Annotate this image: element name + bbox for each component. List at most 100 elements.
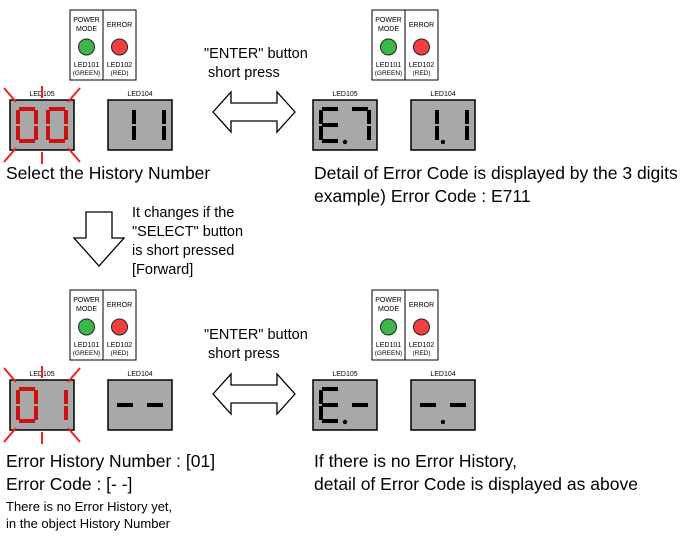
segment-c (64, 126, 68, 140)
segment-b (435, 110, 439, 124)
led101-label: LED101 (74, 342, 99, 349)
segment-d (19, 139, 35, 143)
display-bottom-right-led105-digit-1 (319, 387, 348, 425)
display-top-right-led104-digit-1 (435, 110, 446, 145)
display-bottom-led104-digit-2 (147, 403, 163, 407)
display-label-led104: LED104 (430, 371, 455, 378)
caption-no-history: If there is no Error History, (314, 451, 517, 471)
power-led-green (380, 318, 397, 336)
led101-label: LED101 (74, 62, 99, 69)
display-bottom-led104-digit-1 (117, 403, 133, 407)
decimal-point (440, 139, 446, 145)
segment-c (435, 126, 439, 140)
segment-e (319, 126, 323, 140)
segment-g (450, 403, 466, 407)
power-led-green (78, 318, 95, 336)
blink-ray (67, 87, 81, 103)
segment-c (162, 126, 166, 140)
display-bottom-right-led104-digit-2 (450, 403, 466, 407)
red-label: (RED) (110, 350, 128, 357)
segment-a (322, 387, 338, 391)
segment-g (147, 403, 163, 407)
led102-label: LED102 (107, 62, 132, 69)
display-label-led104: LED104 (430, 91, 455, 98)
segment-e (16, 406, 20, 420)
caption-error-code-dashes: Error Code : [- -] (6, 474, 133, 494)
error-led-red (111, 38, 128, 56)
display-label-led105: LED105 (332, 91, 357, 98)
segment-c (34, 406, 38, 420)
red-label: (RED) (412, 70, 430, 77)
note-no-history-1: There is no Error History yet, (6, 499, 173, 514)
mode-label: MODE (378, 306, 399, 313)
segment-f (16, 110, 20, 124)
blink-rays (3, 366, 81, 444)
blink-ray (67, 147, 81, 163)
select-label-2: "SELECT" button (132, 224, 244, 240)
green-label: (GREEN) (375, 70, 402, 77)
segment-b (34, 390, 38, 404)
power-led-green (380, 38, 397, 56)
power-label: POWER (73, 297, 99, 304)
segment-c (64, 406, 68, 420)
enter-double-arrow-bottom (212, 372, 296, 416)
display-top-led105-digit-2 (46, 107, 68, 143)
green-label: (GREEN) (73, 70, 100, 77)
display-top-right-led104-digit-2 (465, 110, 469, 140)
enter-double-arrow-top (212, 90, 296, 134)
caption-select-history: Select the History Number (6, 163, 211, 183)
decimal-point (342, 419, 348, 425)
mode-label: MODE (378, 26, 399, 33)
segment-c (367, 126, 371, 140)
segment-g (322, 123, 338, 127)
led101-label: LED101 (376, 342, 401, 349)
segment-b (64, 390, 68, 404)
segment-d (322, 139, 338, 143)
caption-error-history-number: Error History Number : [01] (6, 451, 216, 471)
green-label: (GREEN) (375, 350, 402, 357)
caption-displayed-as-above: detail of Error Code is displayed as abo… (314, 474, 638, 494)
display-top-right-led105-digit-1 (319, 107, 348, 145)
segment-b (34, 110, 38, 124)
segment-f (46, 110, 50, 124)
segment-b (465, 110, 469, 124)
power-label: POWER (375, 17, 401, 24)
blink-ray (3, 367, 17, 383)
display-bottom-right-led104-digit-1 (420, 403, 446, 425)
display-label-led104: LED104 (127, 91, 152, 98)
segment-b (64, 110, 68, 124)
segment-a (19, 387, 35, 391)
blink-ray (3, 147, 17, 163)
segment-b (162, 110, 166, 124)
error-led-red (111, 318, 128, 336)
enter-arrow-label-bottom-2: short press (208, 346, 280, 362)
error-led-red (413, 318, 430, 336)
power-label: POWER (375, 297, 401, 304)
led101-label: LED101 (376, 62, 401, 69)
red-label: (RED) (412, 350, 430, 357)
display-top-right-led105-digit-2 (352, 107, 371, 140)
blink-ray (3, 427, 17, 443)
segment-c (34, 126, 38, 140)
error-led-red (413, 38, 430, 56)
enter-arrow-label-top-2: short press (208, 65, 280, 81)
display-top-led104-digit-1 (132, 110, 136, 140)
error-label: ERROR (409, 302, 434, 309)
segment-g (117, 403, 133, 407)
error-label: ERROR (107, 22, 132, 29)
error-label: ERROR (107, 302, 132, 309)
segment-g (322, 403, 338, 407)
segment-c (465, 126, 469, 140)
select-label-3: is short pressed (132, 243, 235, 259)
led102-label: LED102 (409, 62, 434, 69)
segment-f (16, 390, 20, 404)
mode-label: MODE (76, 26, 97, 33)
segment-a (322, 107, 338, 111)
caption-detail-3-digits: Detail of Error Code is displayed by the… (314, 163, 678, 183)
mode-label: MODE (76, 306, 97, 313)
segment-b (367, 110, 371, 124)
